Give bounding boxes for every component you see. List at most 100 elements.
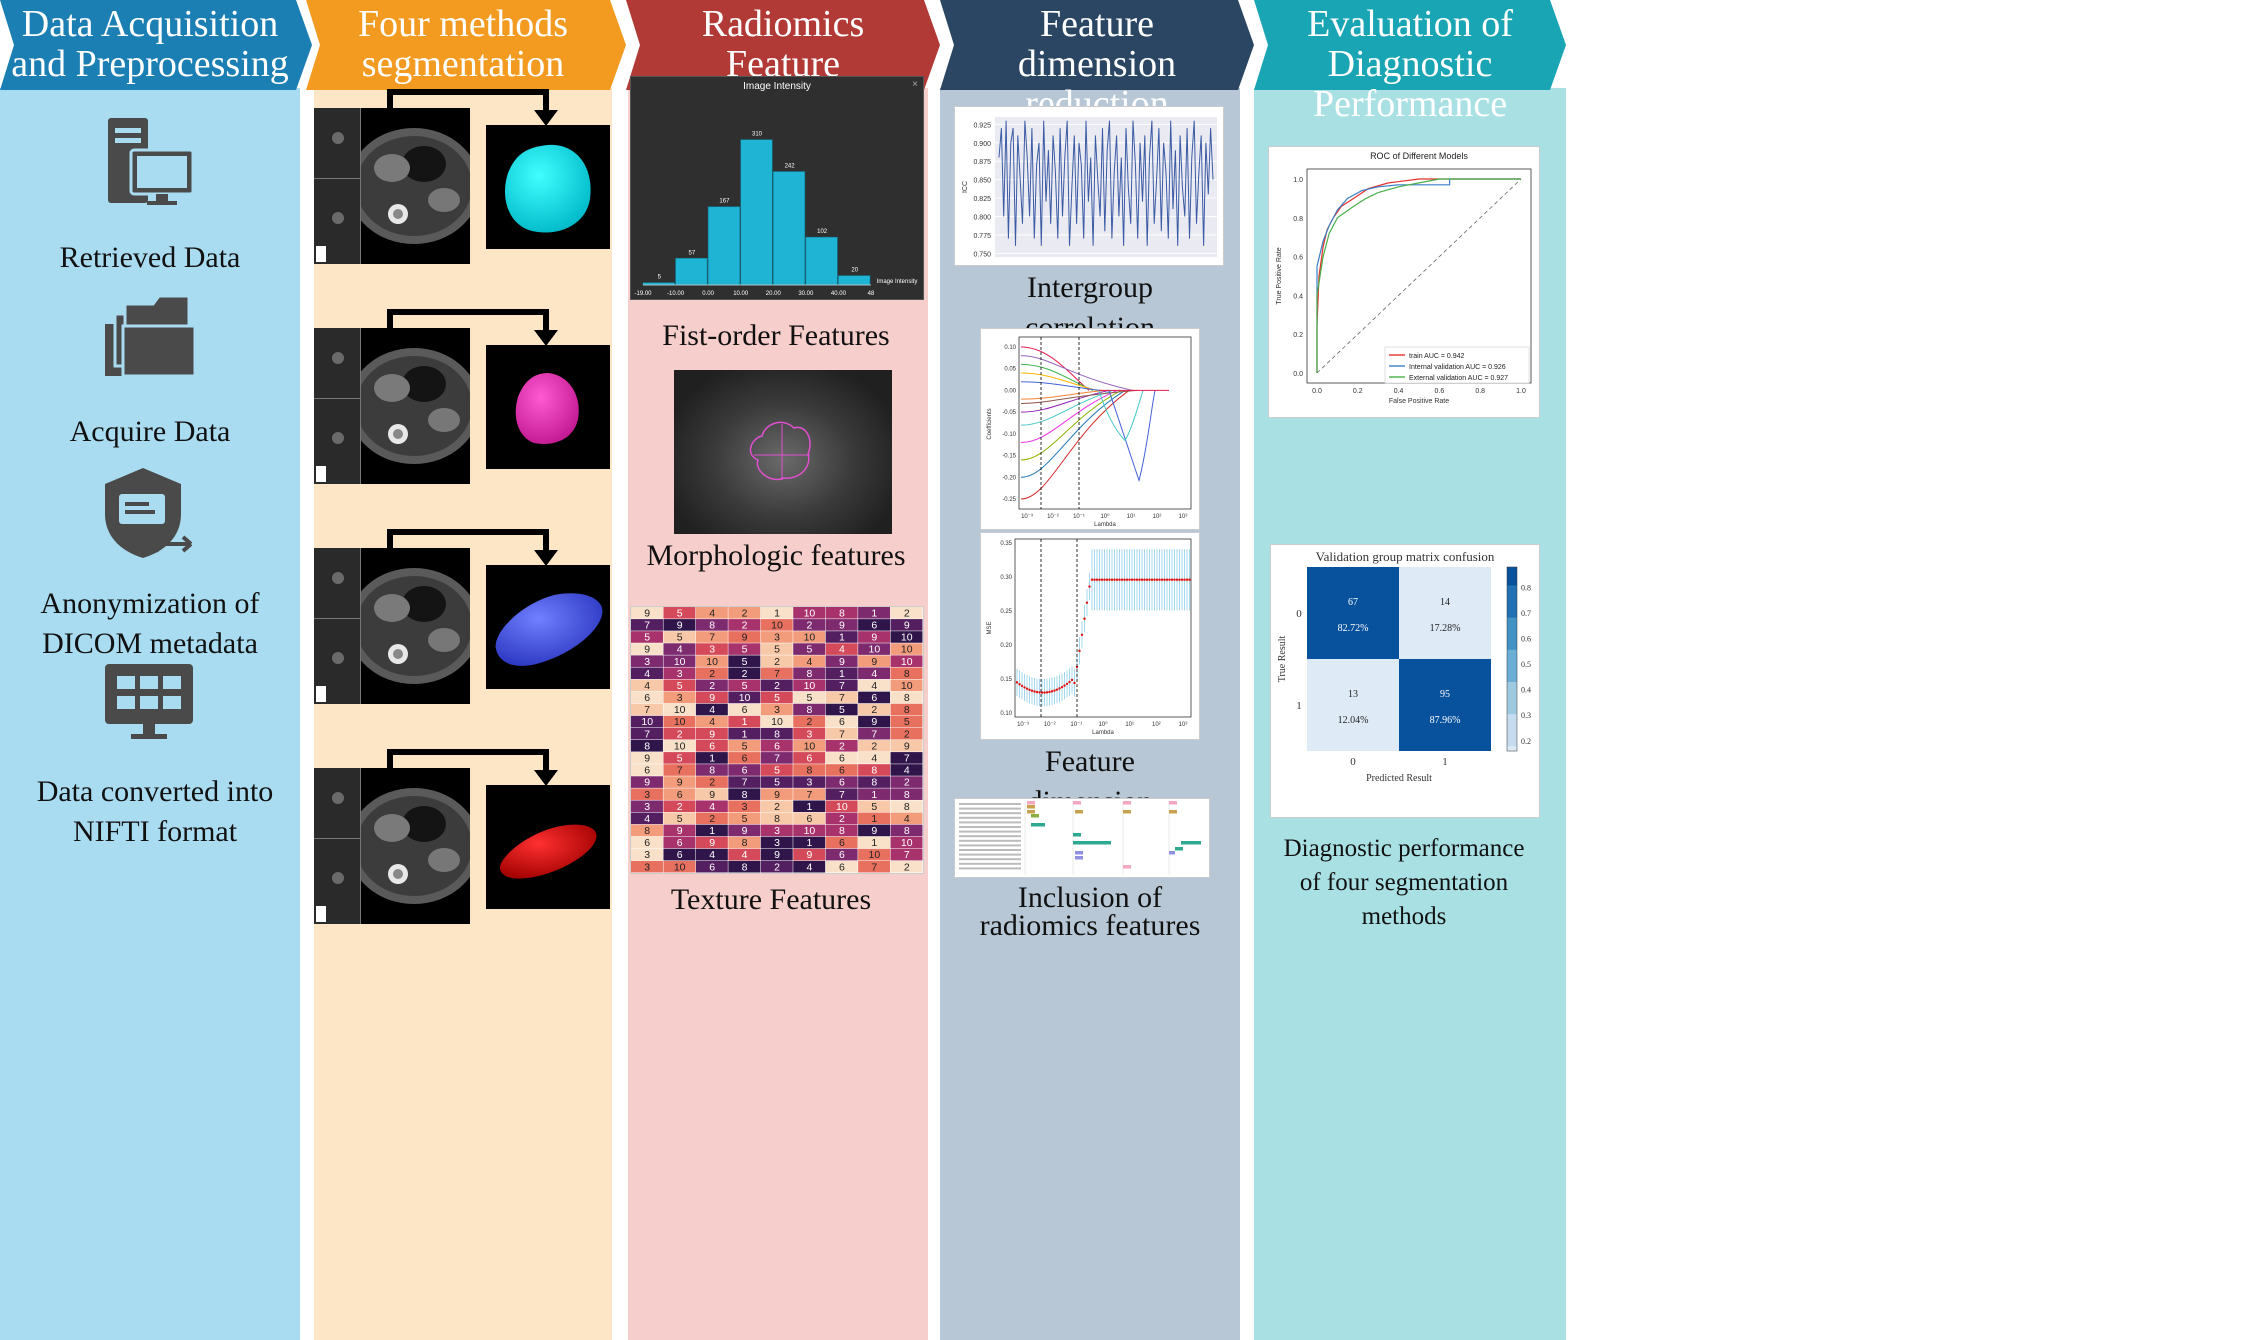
texture-cell-value: 8 (807, 668, 813, 680)
texture-cell (825, 607, 858, 619)
mse-point (1040, 691, 1044, 694)
texture-cell-value: 7 (904, 753, 910, 765)
texture-cell (695, 691, 728, 704)
coefficient-path (1020, 389, 1110, 413)
colorbar-segment (1507, 659, 1517, 665)
texture-cell-value: 2 (904, 861, 910, 873)
texture-cell-value: 3 (774, 704, 780, 716)
texture-cell (793, 691, 826, 704)
y-tick-label: 0.10 (1004, 345, 1016, 351)
texture-cell (695, 631, 728, 643)
texture-cell-value: 8 (742, 789, 748, 801)
texture-cell-value: 1 (839, 668, 845, 680)
texture-cell (760, 643, 793, 655)
coefficient-path (1020, 389, 1114, 426)
bar-value-label: 57 (689, 250, 696, 256)
texture-cell-value: 5 (904, 716, 910, 728)
texture-cell (728, 607, 761, 619)
legend-entry: train AUC = 0.942 (1409, 353, 1465, 360)
texture-cell-value: 6 (644, 765, 650, 777)
texture-cell-value: 4 (644, 668, 650, 680)
mse-point (1083, 617, 1086, 620)
texture-cell-value: 4 (709, 716, 715, 728)
texture-cell (760, 740, 793, 752)
texture-cell (695, 860, 728, 873)
texture-cell (663, 703, 696, 716)
x-tick-label: 10⁻³ (1017, 722, 1029, 728)
texture-cell (728, 800, 761, 813)
texture-cell (858, 752, 891, 764)
texture-cell-value: 6 (807, 813, 813, 825)
texture-cell-value: 2 (709, 680, 715, 692)
texture-cell (663, 679, 696, 692)
column-segmentation: Four methods segmentation (300, 0, 626, 1340)
coefficient-path (1020, 389, 1138, 404)
mse-point (1150, 578, 1154, 581)
colorbar-segment (1507, 613, 1517, 619)
chance-line (1316, 178, 1522, 374)
texture-cell-value: 9 (871, 656, 877, 668)
texture-cell-value: 2 (839, 740, 845, 752)
feature-bar (1181, 841, 1201, 845)
feature-bar (1073, 841, 1111, 845)
texture-cell-value: 10 (674, 656, 686, 668)
x-tick-label: 10¹ (1125, 722, 1134, 728)
header-title: Four methods segmentation (357, 3, 569, 85)
mse-point (1125, 578, 1129, 581)
texture-cell (825, 788, 858, 800)
texture-cell-value: 2 (871, 704, 877, 716)
plot-frame (1018, 336, 1192, 510)
colorbar-segment (1507, 672, 1517, 678)
y-tick-label: -0.10 (1002, 432, 1016, 438)
texture-cell-value: 5 (807, 692, 813, 704)
texture-cell-value: 6 (839, 716, 845, 728)
bar-value-label: 102 (817, 229, 828, 235)
x-tick-label: 10⁻¹ (1073, 514, 1085, 520)
texture-cell-value: 1 (871, 789, 877, 801)
texture-cell (858, 836, 891, 849)
texture-cell (793, 800, 826, 813)
texture-cell-value: 2 (709, 668, 715, 680)
texture-cell-value: 5 (742, 644, 748, 656)
texture-cell (793, 679, 826, 692)
texture-cell (793, 836, 826, 849)
y-tick-label: 0.25 (1000, 609, 1012, 615)
texture-cell-value: 5 (677, 813, 683, 825)
x-tick-label: 10⁻³ (1021, 514, 1033, 520)
texture-cell-value: 6 (677, 837, 683, 849)
texture-cell (663, 691, 696, 704)
y-tick-label: 0.900 (973, 141, 991, 148)
cell-count: 14 (1440, 597, 1450, 608)
texture-cell-value: 3 (677, 668, 683, 680)
texture-cell (858, 631, 891, 643)
colorbar-segment (1507, 668, 1517, 674)
colorbar-segment (1507, 603, 1517, 609)
x-axis-label: Image Intensity (877, 279, 918, 285)
feature-bar (1073, 833, 1081, 837)
close-icon[interactable]: × (912, 79, 918, 90)
mse-point (1015, 681, 1019, 684)
texture-cell (663, 836, 696, 849)
texture-cell-value: 10 (901, 837, 913, 849)
x-tick-label: 10¹ (1127, 514, 1136, 520)
mse-point (1023, 686, 1026, 689)
texture-cell-value: 9 (644, 607, 650, 619)
texture-cell-value: 2 (774, 680, 780, 692)
texture-cell (728, 860, 761, 873)
coefficient-path (1020, 346, 1090, 391)
mse-point (1175, 578, 1179, 581)
feature-name-label (959, 821, 1021, 824)
texture-cell (825, 764, 858, 776)
texture-cell-value: 10 (771, 620, 783, 632)
mse-point (1148, 578, 1151, 581)
y-tick-label: 0.750 (973, 251, 991, 258)
texture-cell (825, 848, 858, 861)
texture-cell-value: 8 (904, 825, 910, 837)
y-tick-label: 0.35 (1000, 541, 1012, 547)
colorbar-segment (1507, 636, 1517, 642)
column-feature-extraction: Radiomics Feature Extraction Image Inten… (626, 0, 940, 1340)
texture-cell-value: 8 (709, 765, 715, 777)
mse-point (1065, 682, 1069, 686)
texture-cell-value: 4 (709, 849, 715, 861)
